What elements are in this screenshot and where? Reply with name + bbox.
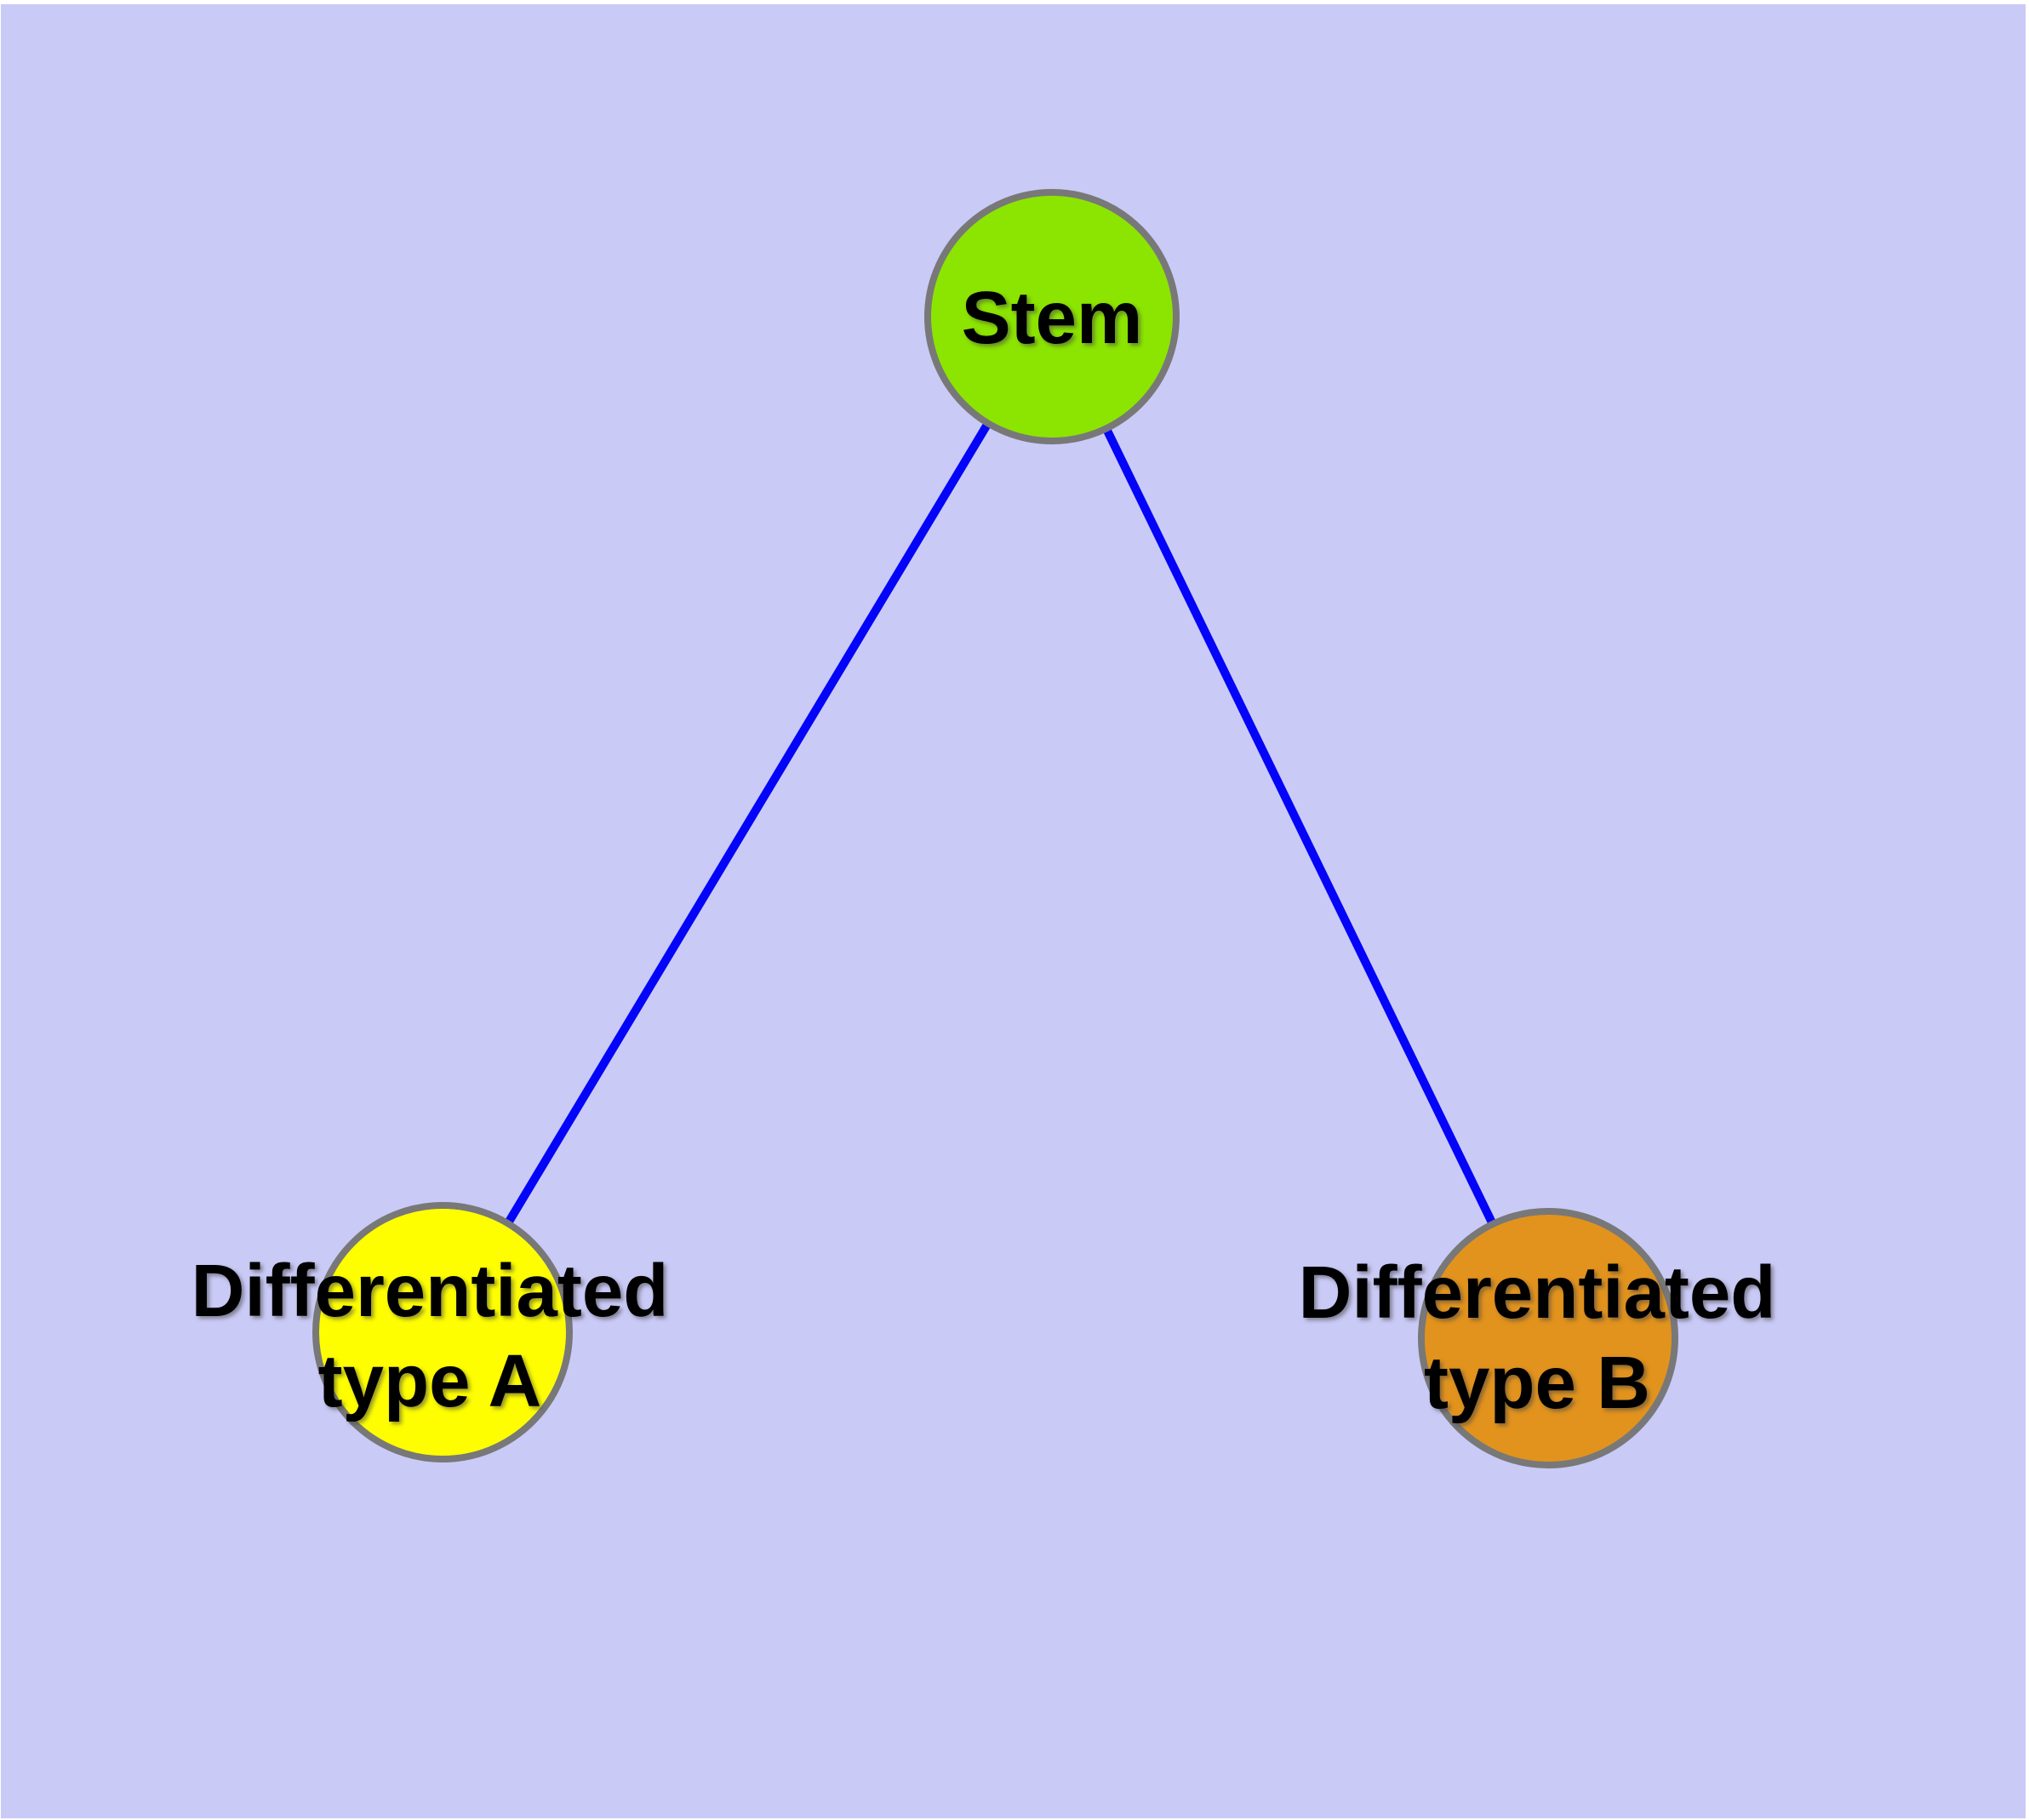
edge-stem-to-type-b[interactable] [1048, 314, 1552, 1341]
edge-stem-to-type-a[interactable] [438, 314, 1056, 1335]
node-differentiated-type-b[interactable] [1418, 1208, 1678, 1468]
node-stem[interactable] [924, 189, 1180, 444]
node-differentiated-type-a[interactable] [312, 1202, 573, 1462]
